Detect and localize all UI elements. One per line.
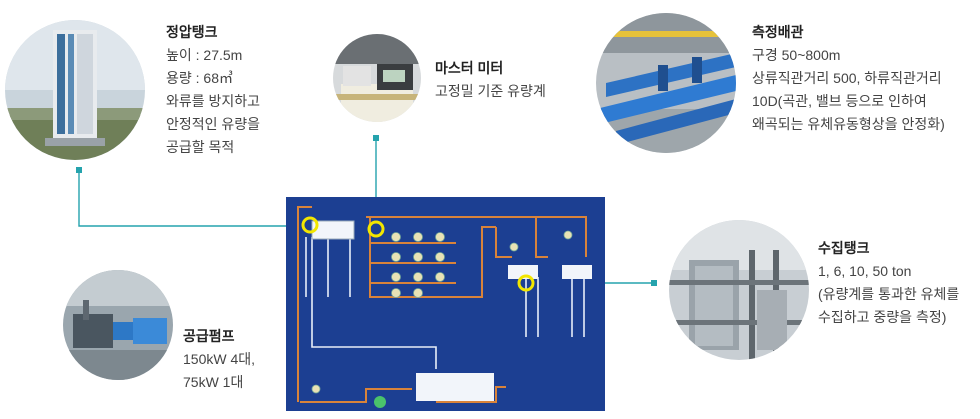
caption-master-meter: 마스터 미터 고정밀 기준 유량계: [435, 57, 546, 103]
collecting-tank-line: 수집하고 중량을 측정): [818, 309, 947, 325]
reservoir-symbol: [416, 373, 494, 401]
leader-line-surge-tank: [78, 170, 305, 227]
measuring-pipe-line: 10D(곡관, 밸브 등으로 인하여: [752, 93, 927, 109]
measuring-pipe-line: 왜곡되는 유체유동형상을 안정화): [752, 116, 945, 132]
measuring-pipe-line: 상류직관거리 500, 하류직관거리: [752, 70, 942, 86]
marker-surge-tank: [301, 216, 319, 234]
pump-symbol: [374, 396, 386, 408]
supply-pump-line: 75kW 1대: [183, 374, 244, 390]
master-meter-photo: [333, 34, 421, 122]
caption-measuring-pipe: 측정배관 구경 50~800m 상류직관거리 500, 하류직관거리 10D(곡…: [752, 21, 945, 136]
return-lines: [305, 237, 585, 369]
caption-collecting-tank: 수집탱크 1, 6, 10, 50 ton (유량계를 통과한 유체를 수집하고…: [818, 237, 959, 329]
collecting-tank-line: (유량계를 통과한 유체를: [818, 286, 960, 302]
master-meter-line: 고정밀 기준 유량계: [435, 83, 546, 99]
leader-dot-surge-tank: [76, 167, 82, 173]
surge-tank-symbol: [311, 220, 355, 240]
leader-dot-master-meter: [373, 135, 379, 141]
surge-tank-line: 안정적인 유량을: [166, 116, 261, 132]
caption-supply-pump: 공급펌프 150kW 4대, 75kW 1대: [183, 325, 255, 394]
surge-tank-line: 용량 : 68㎥: [166, 70, 234, 86]
measuring-pipe-line: 구경 50~800m: [752, 47, 841, 63]
flow-schematic: [286, 197, 605, 411]
supply-pump-photo: [63, 270, 173, 380]
measuring-pipe-photo: [596, 13, 736, 153]
collecting-tank-line: 1, 6, 10, 50 ton: [818, 263, 912, 279]
caption-surge-tank: 정압탱크 높이 : 27.5m 용량 : 68㎥ 와류를 방지하고 안정적인 유…: [166, 21, 260, 159]
marker-collect-tank: [517, 274, 535, 292]
collect-tank-b: [562, 265, 592, 279]
collecting-tank-photo: [669, 220, 809, 360]
surge-tank-photo: [5, 20, 145, 160]
surge-tank-line: 높이 : 27.5m: [166, 47, 243, 63]
leader-dot-collect-tank: [651, 280, 657, 286]
supply-pump-title: 공급펌프: [183, 328, 235, 344]
master-meter-title: 마스터 미터: [435, 60, 504, 76]
pipe-network: [297, 206, 587, 403]
collecting-tank-title: 수집탱크: [818, 240, 870, 256]
surge-tank-line: 와류를 방지하고: [166, 93, 261, 109]
marker-master-meter: [367, 220, 385, 238]
supply-pump-line: 150kW 4대,: [183, 351, 256, 367]
flowmeter-symbols: [311, 230, 573, 394]
surge-tank-line: 공급할 목적: [166, 139, 235, 155]
measuring-pipe-title: 측정배관: [752, 24, 804, 40]
collect-tank-a: [508, 265, 538, 279]
surge-tank-title: 정압탱크: [166, 24, 218, 40]
